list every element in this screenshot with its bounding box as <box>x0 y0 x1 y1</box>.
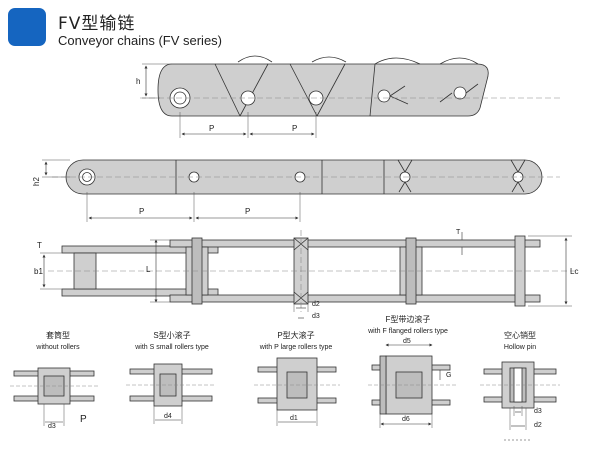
variant-label-en: Hollow pin <box>504 344 536 351</box>
pin-hole <box>377 89 391 103</box>
variant-flanged-roller: F型带边滚子 with F flanged rollers type d5 G … <box>367 314 456 428</box>
variant-label-cn: 空心销型 <box>504 330 536 340</box>
dim-t: T <box>456 229 461 236</box>
page-title-cn: FV型输链 <box>58 14 136 34</box>
link-lobe <box>374 57 421 65</box>
variant-label-en: with P large rollers type <box>259 344 333 351</box>
dim-g: G <box>446 372 451 379</box>
variant-small-roller: S型小滚子 with S small rollers type d4 <box>126 330 216 424</box>
dim-h: h <box>136 77 140 86</box>
dim-p: P <box>292 124 297 133</box>
dim-t: T <box>37 241 42 250</box>
inner-plate <box>169 239 541 248</box>
link-lobe <box>439 57 479 65</box>
pin-hole <box>453 86 467 100</box>
variant-without-rollers: 套筒型 without rollers d3 P <box>10 330 98 430</box>
link-lobe <box>237 55 273 63</box>
chain-outline <box>157 63 489 117</box>
variant-label-cn: P型大滚子 <box>277 330 314 340</box>
variant-label-cn: F型带边滚子 <box>386 314 431 324</box>
dim-b1: b1 <box>34 267 43 276</box>
variant-label-en: without rollers <box>35 344 80 351</box>
dim-d3: d3 <box>48 423 56 430</box>
dim-l: L <box>146 265 151 274</box>
dim-d4: d4 <box>164 413 172 420</box>
dim-d3: d3 <box>312 313 320 320</box>
dim-p: P <box>80 414 87 425</box>
dim-d6: d6 <box>402 416 410 423</box>
variant-label-en: with S small rollers type <box>134 344 209 351</box>
link-lobe <box>311 56 347 63</box>
dim-d5: d5 <box>403 338 411 345</box>
attachment-chain-side-view <box>157 55 489 117</box>
variant-label-cn: 套筒型 <box>46 330 70 340</box>
dim-p: P <box>245 207 250 216</box>
variant-large-roller: P型大滚子 with P large rollers type d1 <box>254 330 340 426</box>
page-title-en: Conveyor chains (FV series) <box>58 33 222 48</box>
dim-d3: d3 <box>534 408 542 415</box>
dim-d2: d2 <box>312 301 320 308</box>
outer-plate <box>61 288 219 297</box>
variant-hollow-pin: 空心销型 Hollow pin d3 d2 <box>480 330 560 441</box>
dim-d1: d1 <box>290 415 298 422</box>
dim-p: P <box>139 207 144 216</box>
dim-lc: Lc <box>570 267 578 276</box>
outer-plate <box>61 245 219 254</box>
inner-plate <box>169 294 541 303</box>
dim-p: P <box>209 124 214 133</box>
variant-label-cn: S型小滚子 <box>153 330 190 340</box>
section-badge <box>8 8 46 46</box>
dim-d2: d2 <box>534 422 542 429</box>
dim-h2: h2 <box>32 177 41 186</box>
variant-label-en: with F flanged rollers type <box>367 328 448 335</box>
